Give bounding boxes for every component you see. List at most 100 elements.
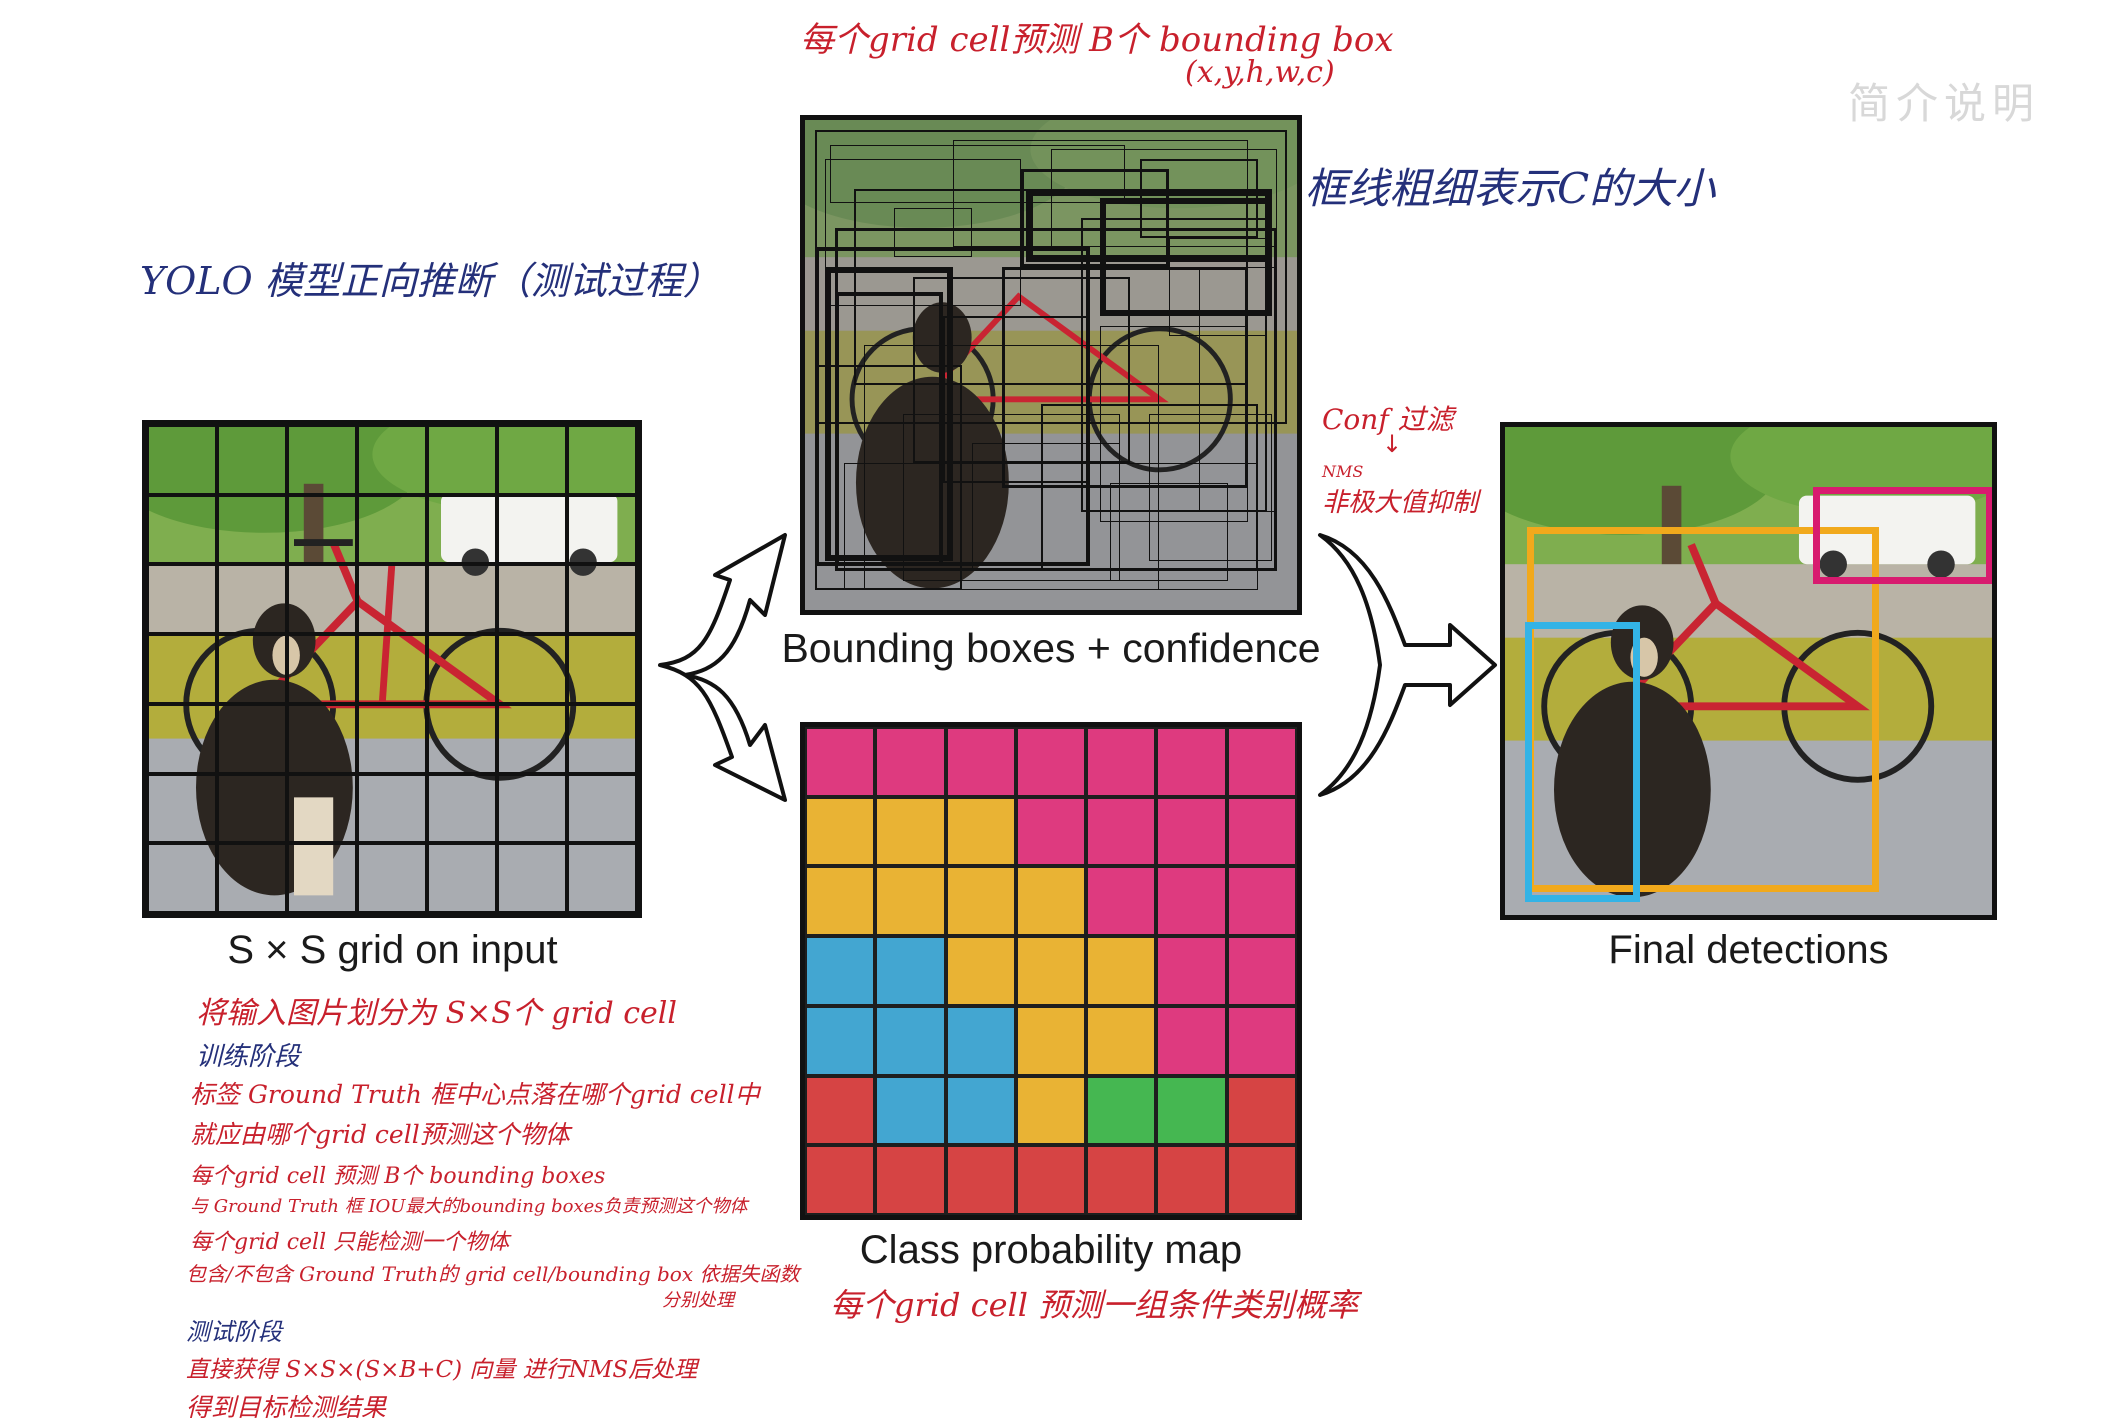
nms-note: 非极大值抑制 [1322,488,1479,518]
grid-cell [287,564,357,635]
grid-cell [497,564,567,635]
grid-cell [147,634,217,704]
dog-detection-box [1525,622,1640,902]
class-cell-magenta [1226,796,1297,867]
predicted-box [1110,482,1229,581]
conf-note: Conf 过滤 [1322,403,1454,436]
grid-cell [427,843,497,913]
train-line: 与 Ground Truth 框 IOU最大的bounding boxes负责预… [190,1196,748,1217]
class-cell-magenta [1086,866,1157,937]
predicted-box [829,144,1125,204]
grid-cell [357,634,427,704]
class-cell-red [1086,1145,1157,1215]
grid-cell [147,703,217,774]
grid-cell [427,564,497,635]
class-cell-magenta [1226,1005,1297,1076]
grid-cell [287,634,357,704]
grid-cell [427,703,497,774]
input-photo [147,425,637,913]
input-grid [147,425,637,913]
class-map-grid [805,727,1297,1215]
predicted-box [1149,414,1273,561]
split-arrows-icon [658,533,787,802]
grid-cell [567,564,637,635]
train-line: 每个grid cell 预测 B个 bounding boxes [190,1164,606,1189]
class-cell-yellow [805,796,876,867]
grid-cell [287,703,357,774]
class-cell-magenta [1086,727,1157,797]
class-map-panel [800,722,1302,1220]
grid-cell [287,494,357,565]
top-note-line1: 每个grid cell预测 B个 bounding box [800,20,1394,60]
class-cell-cyan [945,1005,1016,1076]
class-cell-magenta [1226,936,1297,1006]
grid-cell [147,494,217,565]
grid-cell [567,634,637,704]
grid-cell [287,843,357,913]
grid-cell [147,564,217,635]
class-cell-yellow [805,866,876,937]
predicted-box [1100,198,1273,316]
grid-cell [217,425,287,495]
train-heading: 训练阶段 [196,1042,301,1072]
thickness-note: 框线粗细表示C的大小 [1305,164,1716,213]
grid-cell [567,425,637,495]
predicted-box [1080,218,1268,512]
grid-cell [217,564,287,635]
class-cell-cyan [875,936,946,1006]
grid-cell [217,634,287,704]
grid-cell [567,494,637,565]
class-cell-magenta [1156,796,1227,867]
predicted-box [814,247,1091,566]
grid-cell [427,425,497,495]
class-cell-yellow [945,936,1016,1006]
class-cell-red [875,1145,946,1215]
predicted-box [913,276,1130,463]
class-cell-magenta [1226,727,1297,797]
grid-cell [287,773,357,844]
class-cell-cyan [875,1075,946,1146]
predicted-box [1001,267,1248,488]
class-cell-red [805,1075,876,1146]
class-cell-yellow [1015,1075,1087,1146]
class-cell-magenta [1156,866,1227,937]
class-cell-yellow [1086,1005,1157,1076]
class-cell-magenta [1015,727,1087,797]
predicted-box [1041,404,1258,571]
class-cell-yellow [875,796,946,867]
grid-cell [497,843,567,913]
class-cell-yellow [1086,936,1157,1006]
train-sub-note: 分别处理 [662,1290,734,1311]
grid-cell [427,773,497,844]
class-cell-magenta [945,727,1016,797]
down-arrow-icon: ↓ [1382,430,1403,458]
final-photo [1505,427,1992,915]
train-line: 标签 Ground Truth 框中心点落在哪个grid cell中 [190,1080,760,1109]
grid-cell [497,634,567,704]
class-map-note: 每个grid cell 预测一组条件类别概率 [830,1286,1359,1324]
class-cell-yellow [1015,1005,1087,1076]
class-cell-red [805,1145,876,1215]
predicted-box [1169,237,1268,336]
grid-cell [357,703,427,774]
grid-cell [357,494,427,565]
watermark: 简介说明 [1848,79,2041,128]
predicted-box [814,365,963,591]
grid-cell [567,843,637,913]
class-cell-magenta [805,727,876,797]
class-cell-yellow [1015,936,1087,1006]
grid-cell [497,494,567,565]
class-cell-red [1226,1075,1297,1146]
split-note: 将输入图片划分为 S×S个 grid cell [196,996,677,1031]
input-caption: S × S grid on input [227,928,558,972]
merge-arrow-icon [1318,533,1497,797]
class-cell-red [1156,1145,1227,1215]
predicted-box [1198,267,1278,512]
bbox-overlay [805,120,1297,610]
predicted-box [1100,325,1248,522]
grid-cell [357,425,427,495]
grid-cell [217,773,287,844]
predicted-box [1051,149,1278,248]
train-line: 包含/不包含 Ground Truth的 grid cell/bounding … [186,1262,800,1286]
grid-cell [147,843,217,913]
